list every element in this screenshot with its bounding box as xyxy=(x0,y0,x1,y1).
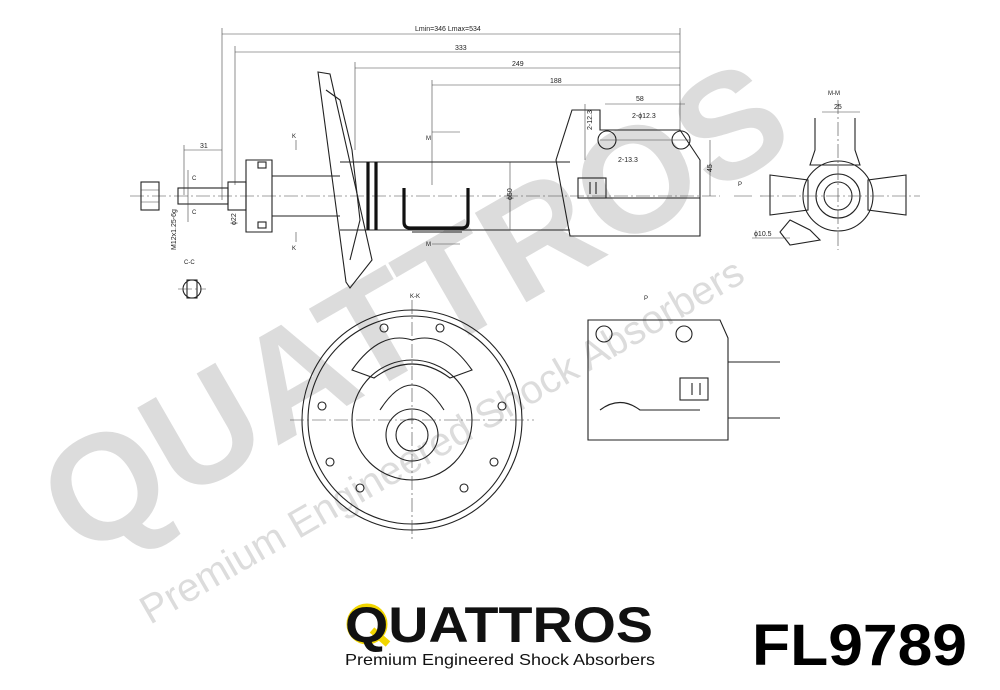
dim-phi50: ϕ50 xyxy=(507,188,514,200)
label-k-bottom: K xyxy=(292,246,296,252)
label-mm: M-M xyxy=(828,91,840,97)
label-p-arrow: P xyxy=(738,182,742,188)
dim-249: 249 xyxy=(512,61,524,68)
dim-58: 58 xyxy=(636,96,644,103)
dimension-lines: Lmin=346 Lmax=534 333 249 188 31 xyxy=(183,26,681,200)
shock-side-view: ϕ50 ϕ22 M12x1.25-6g 58 2-12.3 2-ϕ12.3 2-… xyxy=(130,71,720,289)
brand-name: QUATTROS xyxy=(345,597,653,653)
section-kk: K-K xyxy=(290,294,534,540)
dim-phi10-5: ϕ10.5 xyxy=(754,231,772,238)
brand-logo: QUATTROS Premium Engineered Shock Absorb… xyxy=(345,597,655,669)
dim-2-13-3: 2-13.3 xyxy=(618,157,638,164)
label-cc: C-C xyxy=(184,260,195,266)
label-p-view: P xyxy=(644,296,648,302)
label-m-bottom: M xyxy=(426,242,431,248)
part-code: FL9789 xyxy=(752,613,967,678)
section-cc: C-C xyxy=(178,260,206,299)
label-m-top: M xyxy=(426,136,431,142)
label-c-top: C xyxy=(192,176,197,182)
watermark: QUATTROS Premium Engineered Shock Absorb… xyxy=(12,27,815,633)
brand-logo-q-ring xyxy=(346,603,388,645)
label-kk: K-K xyxy=(410,294,420,300)
section-mm: M-M 25 ϕ10.5 P xyxy=(734,91,920,250)
dim-lmin-lmax: Lmin=346 Lmax=534 xyxy=(415,26,481,33)
brand-logo-q-tail xyxy=(369,627,391,647)
dim-333: 333 xyxy=(455,45,467,52)
dim-thread: M12x1.25-6g xyxy=(171,209,178,250)
dim-188: 188 xyxy=(550,78,562,85)
dim-2-phi12-3: 2-ϕ12.3 xyxy=(632,113,656,120)
brand-tagline: Premium Engineered Shock Absorbers xyxy=(345,652,655,669)
view-p: P xyxy=(587,296,780,441)
dim-45: 45 xyxy=(707,164,714,172)
dim-phi22: ϕ22 xyxy=(231,213,238,225)
dim-31: 31 xyxy=(200,143,208,150)
dim-12-3: 2-12.3 xyxy=(587,110,594,130)
label-c-bottom: C xyxy=(192,210,197,216)
label-k-top: K xyxy=(292,134,296,140)
